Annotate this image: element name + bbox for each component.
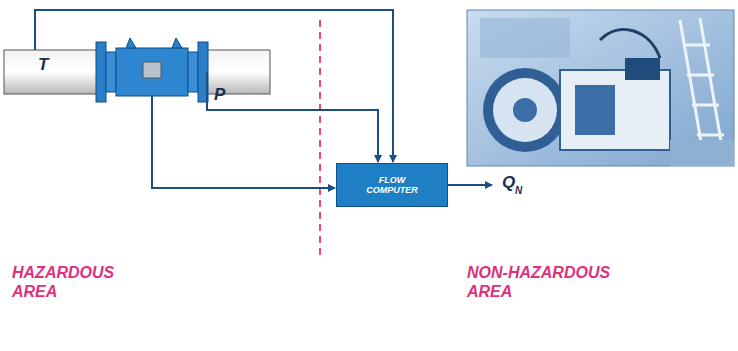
pressure-label: P [214, 86, 225, 103]
pipe [4, 50, 98, 94]
output-arrow [448, 184, 492, 186]
flow-output-label: Q [502, 174, 515, 191]
turbine-meter [96, 38, 208, 102]
pipe [202, 50, 270, 94]
pressure-wire [207, 72, 378, 162]
box-text: FLOW COMPUTER [361, 175, 423, 195]
pulse-wire [152, 96, 335, 188]
temperature-label: T [38, 56, 48, 73]
area-label: HAZARDOUS AREA [12, 263, 132, 301]
area-boundary [319, 20, 321, 256]
meter-photo [467, 10, 734, 166]
flow-output-subscript: N [515, 186, 522, 196]
temperature-wire [35, 10, 393, 162]
flow-computer-box: FLOW COMPUTER [336, 163, 448, 207]
area-label: NON-HAZARDOUS AREA [467, 263, 627, 301]
